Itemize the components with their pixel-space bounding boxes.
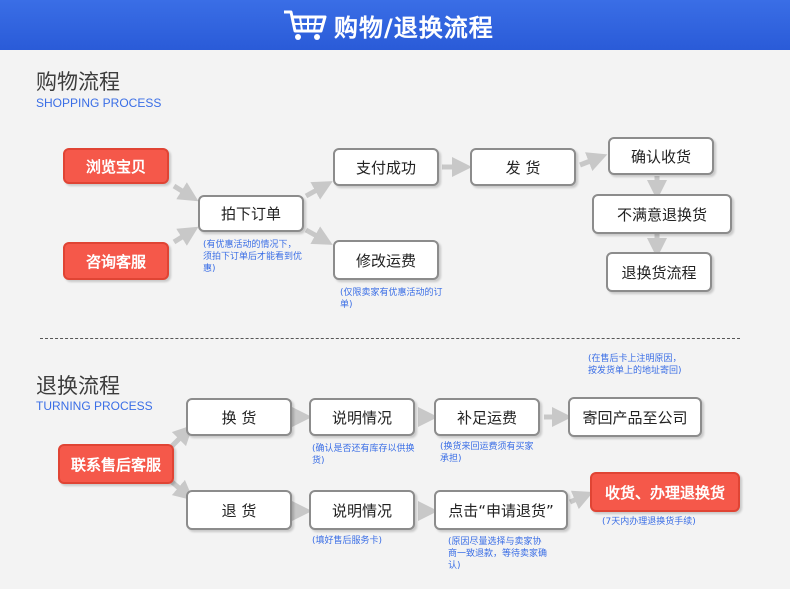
section-divider bbox=[40, 338, 740, 339]
arrow-apply-to-receive bbox=[569, 490, 594, 510]
shopping-section-title: 购物流程 bbox=[36, 70, 120, 94]
seven-days-note: (7天内办理退换货手续) bbox=[602, 517, 696, 527]
ship-goods-step: 发 货 bbox=[470, 148, 576, 186]
return-process-step: 退换货流程 bbox=[606, 252, 712, 292]
stock-check-note: (确认是否还有库存以供换货) bbox=[312, 444, 415, 466]
arrow-browse-to-order bbox=[172, 182, 199, 202]
modify-shipping-note: (仅限卖家有优惠活动的订单) bbox=[340, 288, 443, 310]
place-order-step: 拍下订单 bbox=[198, 195, 304, 232]
shipping-fee-note: (换货来回运费须有买家承担) bbox=[440, 442, 534, 464]
apply-refund-step: 点击“申请退货” bbox=[434, 490, 568, 530]
add-shipping-step: 补足运费 bbox=[434, 398, 540, 436]
refund-reason-note: (原因尽量选择与卖家协商一致退款，等待卖家确认) bbox=[448, 537, 548, 571]
contact-after-sales-step: 联系售后客服 bbox=[58, 444, 174, 484]
returns-section-subtitle: TURNING PROCESS bbox=[36, 399, 153, 413]
arrow-contact-to-refund bbox=[170, 479, 194, 501]
page-title: 购物/退换流程 bbox=[334, 14, 494, 42]
exchange-step: 换 货 bbox=[186, 398, 292, 436]
browse-products-step: 浏览宝贝 bbox=[63, 148, 169, 184]
payment-success-step: 支付成功 bbox=[333, 148, 439, 186]
receive-and-process-step: 收货、办理退换货 bbox=[590, 472, 740, 512]
refund-step: 退 货 bbox=[186, 490, 292, 530]
arrow-contact-to-exchange bbox=[170, 424, 194, 448]
send-back-note: (在售后卡上注明原因，按发货单上的地址寄回) bbox=[588, 354, 682, 376]
page-header: 购物/退换流程 bbox=[0, 0, 790, 50]
arrow-ship-to-confirm bbox=[579, 152, 608, 171]
modify-shipping-step: 修改运费 bbox=[333, 240, 439, 280]
confirm-receipt-step: 确认收货 bbox=[608, 137, 714, 175]
explain-refund-step: 说明情况 bbox=[309, 490, 415, 530]
arrow-consult-to-order bbox=[172, 226, 199, 246]
shopping-section-subtitle: SHOPPING PROCESS bbox=[36, 96, 162, 110]
returns-section-title: 退换流程 bbox=[36, 374, 120, 398]
consult-service-step: 咨询客服 bbox=[63, 242, 169, 280]
explain-exchange-step: 说明情况 bbox=[309, 398, 415, 436]
place-order-note: (有优惠活动的情况下，须拍下订单后才能看到优惠) bbox=[203, 240, 303, 274]
send-back-step: 寄回产品至公司 bbox=[568, 397, 702, 437]
unsatisfied-return-step: 不满意退换货 bbox=[592, 194, 732, 234]
arrow-order-to-pay bbox=[304, 181, 333, 200]
service-card-note: (填好售后服务卡) bbox=[312, 536, 383, 546]
arrow-order-to-modify bbox=[304, 226, 333, 245]
shopping-cart-icon bbox=[284, 10, 327, 40]
